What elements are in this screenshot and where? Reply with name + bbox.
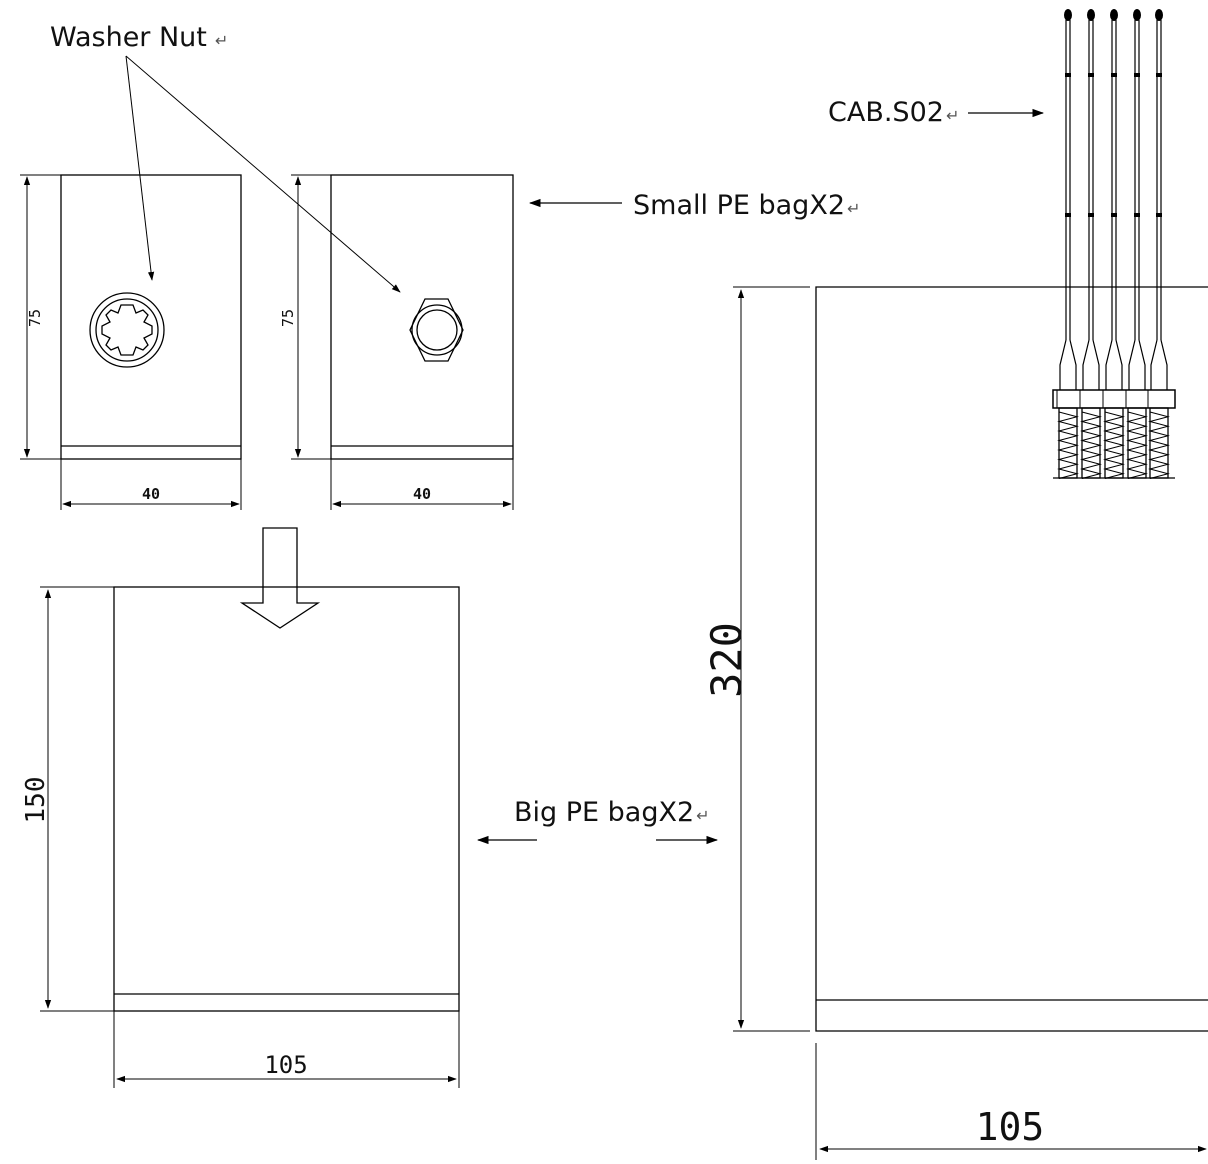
big-bag-label: Big PE bagX2↵ xyxy=(514,797,710,828)
wire-terminal-3 xyxy=(1110,9,1118,21)
small-bag-2-outline xyxy=(330,174,514,460)
wire-terminal-5 xyxy=(1155,9,1163,21)
large-bag-width: 105 xyxy=(976,1105,1045,1149)
large-bag-height: 320 xyxy=(702,622,751,698)
small-bag-1-height: 75 xyxy=(26,309,44,327)
big-bag-width: 105 xyxy=(264,1051,307,1079)
wire-terminal-4 xyxy=(1133,9,1141,21)
wire-terminal-1 xyxy=(1064,9,1072,21)
hollow-down-arrow-icon xyxy=(239,527,321,629)
big-bag: 150 105 xyxy=(21,586,460,1088)
nut-leader-line xyxy=(125,55,401,293)
large-bag: 320 105 xyxy=(702,286,1208,1160)
small-bag-1-outline xyxy=(60,174,242,460)
small-bag-2: 75 40 xyxy=(279,174,514,510)
big-bag-outline xyxy=(113,586,460,1012)
small-bag-2-width: 40 xyxy=(413,485,431,503)
cable-collar xyxy=(1052,389,1176,409)
cable-label: CAB.S02↵ xyxy=(828,97,959,128)
washer-leader-line xyxy=(125,55,155,281)
small-bag-1-width: 40 xyxy=(142,485,160,503)
washer-icon xyxy=(89,292,165,368)
big-bag-height: 150 xyxy=(21,777,51,824)
small-bag-1: 75 40 xyxy=(20,174,242,510)
large-bag-outline xyxy=(815,286,1208,1032)
hex-nut-icon xyxy=(409,298,464,362)
small-bag-label: Small PE bagX2↵ xyxy=(633,190,860,221)
small-bag-2-height: 75 xyxy=(279,309,297,327)
cable-bundle-icon xyxy=(1052,9,1176,479)
wire-terminal-2 xyxy=(1087,9,1095,21)
washer-nut-label: Washer Nut↵ xyxy=(50,22,228,53)
